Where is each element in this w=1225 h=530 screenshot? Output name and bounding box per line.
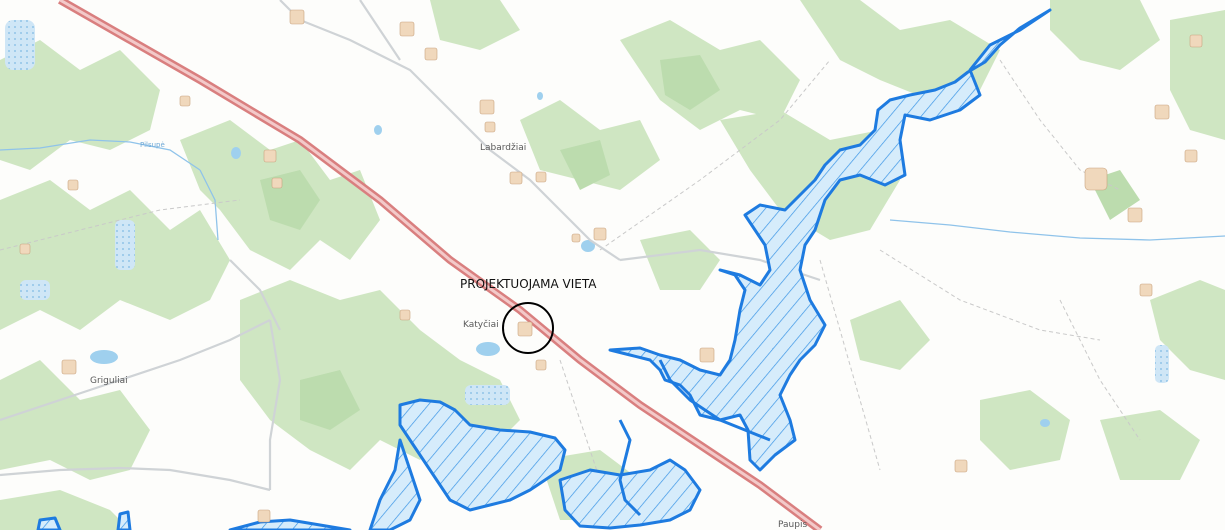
circle-marker-icon[interactable] (502, 302, 554, 354)
river-label: Pilsupė (140, 141, 165, 149)
streams (0, 139, 1225, 241)
place-label-labardziai: Labardžiai (480, 143, 526, 153)
place-label-katyciai: Katyčiai (463, 319, 499, 330)
building-icon (19, 9, 1203, 523)
place-label-paupis: Paupis (778, 520, 807, 530)
place-label-griguliai: Griguliai (90, 376, 128, 386)
water-bodies (90, 92, 1050, 427)
highway-line (58, 0, 823, 530)
tracks (0, 59, 1141, 481)
project-site-label: PROJEKTUOJAMA VIETA (460, 277, 597, 291)
flood-zone-hatch (36, 8, 1052, 530)
